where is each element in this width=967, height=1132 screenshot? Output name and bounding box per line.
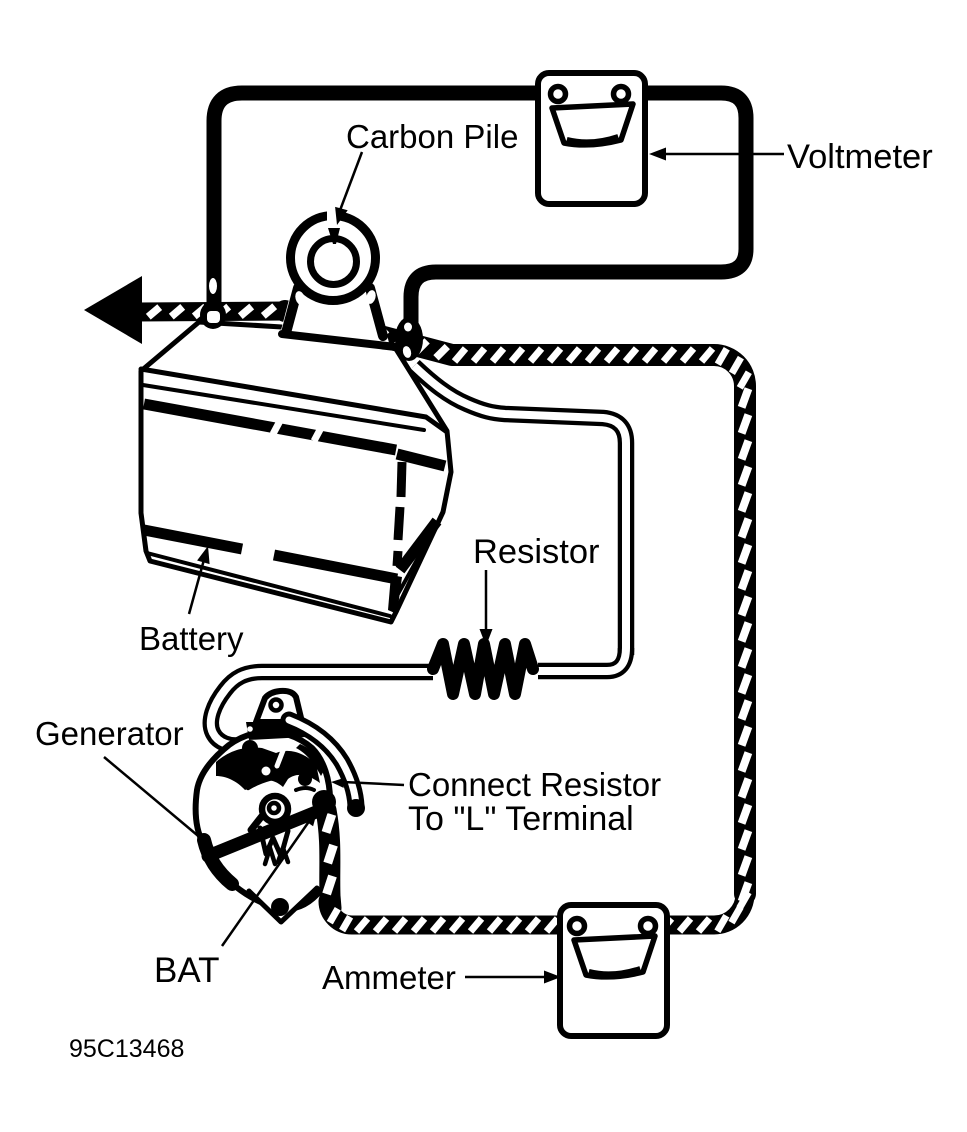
svg-text:Battery: Battery <box>139 620 244 657</box>
svg-text:To "L" Terminal: To "L" Terminal <box>408 800 634 838</box>
svg-text:BAT: BAT <box>154 951 219 990</box>
svg-text:Carbon Pile: Carbon Pile <box>346 118 518 155</box>
svg-text:Voltmeter: Voltmeter <box>787 138 933 176</box>
svg-text:Resistor: Resistor <box>473 533 600 571</box>
svg-text:Ammeter: Ammeter <box>322 959 456 996</box>
svg-text:95C13468: 95C13468 <box>69 1035 184 1063</box>
svg-text:Generator: Generator <box>35 715 184 752</box>
svg-text:Connect Resistor: Connect Resistor <box>408 766 661 803</box>
